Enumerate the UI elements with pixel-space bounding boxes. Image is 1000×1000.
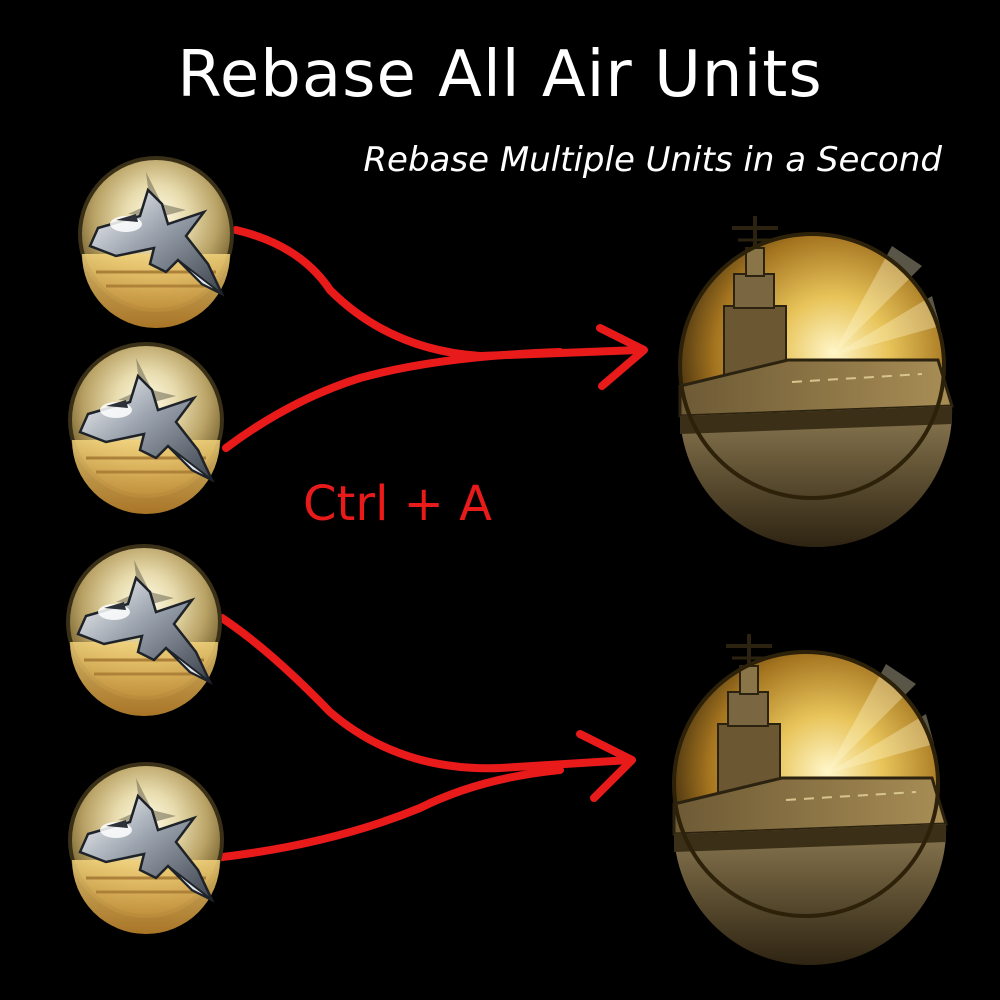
aircraft-carrier-icon [672, 632, 949, 968]
arrow-path-3 [218, 614, 634, 773]
fighter-jet-icon [76, 154, 236, 330]
page-subtitle: Rebase Multiple Units in a Second [363, 140, 942, 180]
fighter-jet-icon [66, 760, 226, 936]
arrow-path-4 [210, 766, 564, 862]
page-title: Rebase All Air Units [177, 38, 823, 112]
aircraft-carrier-icon [678, 214, 955, 550]
hotkey-label: Ctrl + A [303, 476, 492, 532]
fighter-jet-icon [64, 542, 224, 718]
fighter-jet-icon [66, 340, 226, 516]
arrow-head-bottom [576, 730, 636, 802]
arrow-head-top [596, 324, 648, 390]
arrow-path-2 [222, 348, 564, 452]
arrow-path-1 [232, 226, 644, 360]
